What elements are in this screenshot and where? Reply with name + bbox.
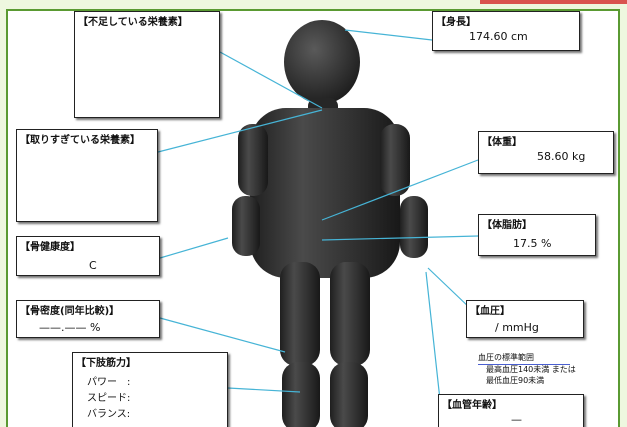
leg-strength-title: 【下肢筋力】: [76, 358, 136, 369]
top-accent-bar: [480, 0, 627, 4]
leg-speed-label: スピード:: [87, 393, 131, 404]
bp-standard-heading-wrap: 血圧の標準範囲: [478, 345, 570, 365]
bone-health-title: 【骨健康度】: [20, 242, 80, 253]
bone-density-value: ——.—— %: [39, 321, 101, 334]
weight-title: 【体重】: [482, 137, 522, 148]
deficient-nutrients-box: 【不足している栄養素】: [74, 11, 220, 118]
body-fat-title: 【体脂肪】: [482, 220, 532, 231]
deficient-nutrients-title: 【不足している栄養素】: [78, 17, 188, 28]
blood-pressure-box: 【血圧】 / mmHg: [466, 300, 584, 338]
weight-box: 【体重】 58.60 kg: [478, 131, 614, 174]
weight-value: 58.60 kg: [537, 150, 586, 163]
human-figure: [232, 20, 428, 427]
blood-pressure-value: / mmHg: [495, 321, 539, 334]
excess-nutrients-box: 【取りすぎている栄養素】: [16, 129, 158, 222]
leg-balance-label: バランス:: [87, 409, 131, 420]
bp-standard-heading: 血圧の標準範囲: [478, 353, 534, 362]
excess-nutrients-title: 【取りすぎている栄養素】: [20, 135, 140, 146]
height-title: 【身長】: [436, 17, 476, 28]
body-fat-box: 【体脂肪】 17.5 %: [478, 214, 596, 256]
vascular-age-title: 【血管年齢】: [442, 400, 502, 411]
height-box: 【身長】 174.60 cm: [432, 11, 580, 51]
bone-health-box: 【骨健康度】 C: [16, 236, 160, 276]
bp-standard-line1: 最高血圧140未満 または: [486, 365, 576, 374]
body-fat-value: 17.5 %: [513, 237, 552, 250]
bp-standard-line2: 最低血圧90未満: [486, 376, 545, 385]
bone-health-value: C: [89, 259, 97, 272]
vascular-age-value: —: [511, 413, 522, 426]
leg-strength-box: 【下肢筋力】 パワー : スピード: バランス:: [72, 352, 228, 427]
vascular-age-box: 【血管年齢】 —: [438, 394, 584, 427]
leader-lines: [157, 29, 479, 401]
leg-power-label: パワー :: [87, 377, 131, 388]
bone-density-box: 【骨密度(同年比較)】 ——.—— %: [16, 300, 160, 338]
height-value: 174.60 cm: [469, 30, 528, 43]
blood-pressure-title: 【血圧】: [470, 306, 510, 317]
bone-density-title: 【骨密度(同年比較)】: [20, 306, 120, 317]
